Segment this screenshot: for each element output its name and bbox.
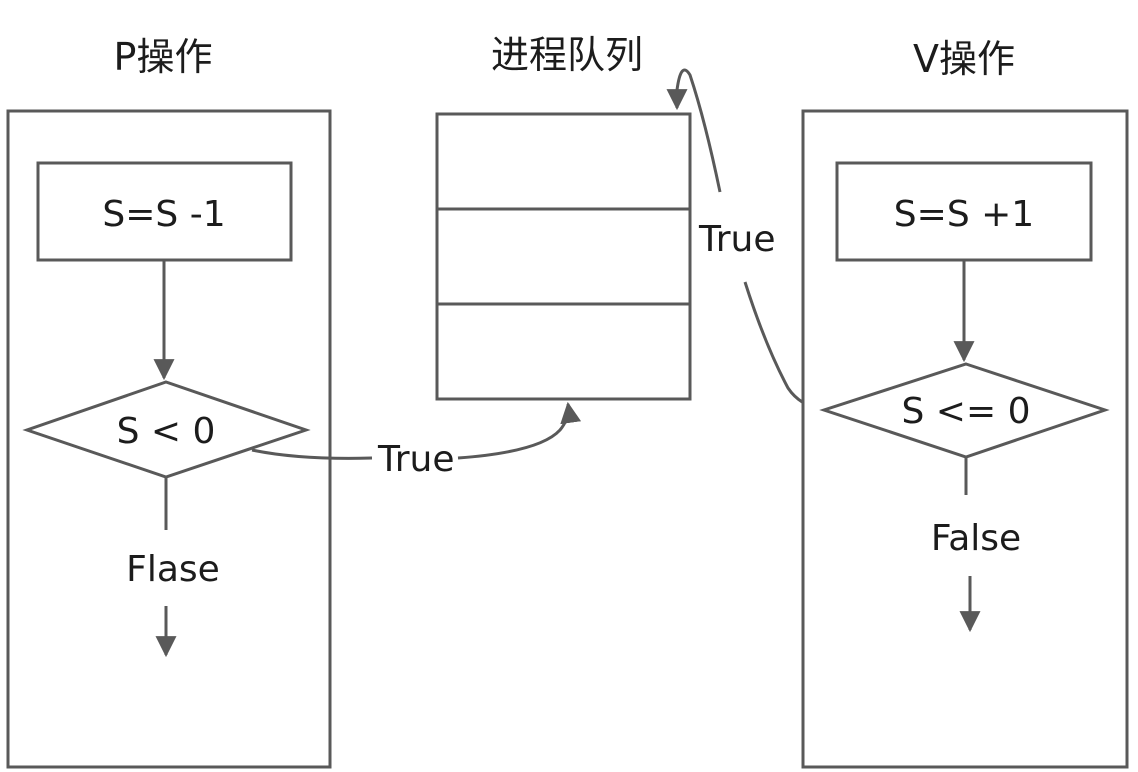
p-decrement-box bbox=[36, 161, 293, 262]
queue-slot bbox=[435, 207, 692, 306]
v-true-label: True bbox=[698, 219, 775, 260]
v-increment-box bbox=[835, 161, 1093, 262]
p-false-label: Flase bbox=[126, 549, 220, 590]
v-false-label: False bbox=[931, 518, 1021, 559]
p-decision-label: S < 0 bbox=[117, 411, 216, 452]
p-operation-title: P操作 bbox=[114, 35, 213, 79]
v-true-arrow-to-queue bbox=[666, 68, 722, 193]
p-true-arrow-to-queue bbox=[457, 401, 582, 460]
queue-slot bbox=[435, 302, 692, 401]
v-operation-title: V操作 bbox=[913, 37, 1015, 81]
queue-slot bbox=[435, 112, 692, 211]
p-decrement-label: S=S -1 bbox=[102, 194, 225, 235]
p-operation-panel: P操作 S=S -1 S < 0 Flase bbox=[6, 35, 332, 769]
p-true-label: True bbox=[377, 439, 454, 480]
process-queue-title: 进程队列 bbox=[491, 33, 643, 77]
p-true-connector-left bbox=[251, 448, 373, 460]
process-queue: 进程队列 bbox=[435, 33, 692, 401]
v-increment-label: S=S +1 bbox=[894, 194, 1034, 235]
v-decision-label: S <= 0 bbox=[902, 391, 1031, 432]
v-operation-panel: V操作 S=S +1 S <= 0 False bbox=[801, 37, 1129, 769]
